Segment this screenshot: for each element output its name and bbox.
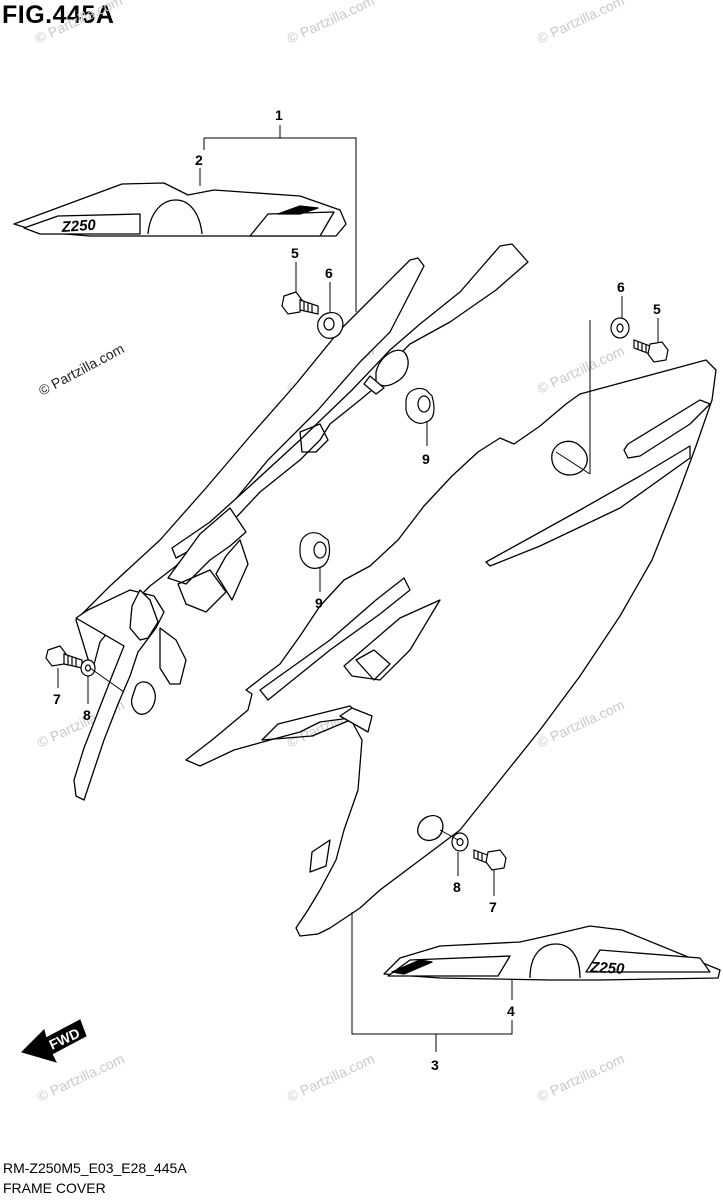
- emblem-left[interactable]: [13, 182, 347, 237]
- callout-4: 4: [507, 1003, 515, 1019]
- diagram-code: RM-Z250M5_E03_E28_445A: [3, 1160, 187, 1176]
- callout-2: 2: [195, 152, 203, 168]
- callout-5: 5: [653, 301, 661, 317]
- watermark: © Partzilla.com: [535, 1050, 627, 1104]
- emblem-right[interactable]: [383, 925, 721, 981]
- callout-8: 8: [83, 707, 91, 723]
- section-name: FRAME COVER: [3, 1180, 106, 1196]
- watermark: © Partzilla.com: [535, 0, 627, 47]
- callout-7: 7: [53, 691, 61, 707]
- leader-lines-left: [57, 667, 125, 704]
- leader-lines-lower-right: [439, 829, 495, 896]
- fwd-arrow-icon: FWD: [21, 1019, 87, 1063]
- bolt-top-left[interactable]: [281, 291, 319, 315]
- grommet-upper[interactable]: [405, 387, 435, 424]
- fwd-label: FWD: [47, 1025, 83, 1053]
- watermark: © Partzilla.com: [33, 0, 125, 47]
- callout-3: 3: [431, 1057, 439, 1073]
- frame-cover-left[interactable]: [73, 243, 529, 801]
- leader-lines-top: [199, 125, 357, 314]
- washer-left[interactable]: [80, 659, 96, 677]
- callout-9: 9: [315, 595, 323, 611]
- callout-8: 8: [453, 879, 461, 895]
- bolt-top-right[interactable]: [633, 339, 669, 363]
- grommet-lower[interactable]: [299, 532, 331, 569]
- figure-title: FIG.445A: [2, 1, 115, 29]
- callout-5: 5: [291, 245, 299, 261]
- watermark-dark: © Partzilla.com: [36, 340, 127, 398]
- washer-top-right[interactable]: [610, 317, 630, 339]
- bolt-left[interactable]: [45, 645, 83, 669]
- watermark: © Partzilla.com: [285, 0, 377, 47]
- washer-right[interactable]: [451, 832, 469, 852]
- callout-1: 1: [275, 107, 283, 123]
- callout-6: 6: [617, 279, 625, 295]
- frame-cover-right[interactable]: [185, 359, 717, 937]
- callout-9: 9: [422, 451, 430, 467]
- callout-6: 6: [325, 265, 333, 281]
- bolt-right[interactable]: [473, 849, 507, 871]
- callout-7: 7: [489, 899, 497, 915]
- leader-lines-right: [555, 296, 659, 475]
- leader-lines-bottom: [351, 912, 513, 1052]
- emblem-right-badge: Z250: [589, 959, 626, 978]
- emblem-left-badge: Z250: [60, 217, 97, 236]
- washer-top-left[interactable]: [317, 312, 344, 339]
- watermark: © Partzilla.com: [285, 1050, 377, 1104]
